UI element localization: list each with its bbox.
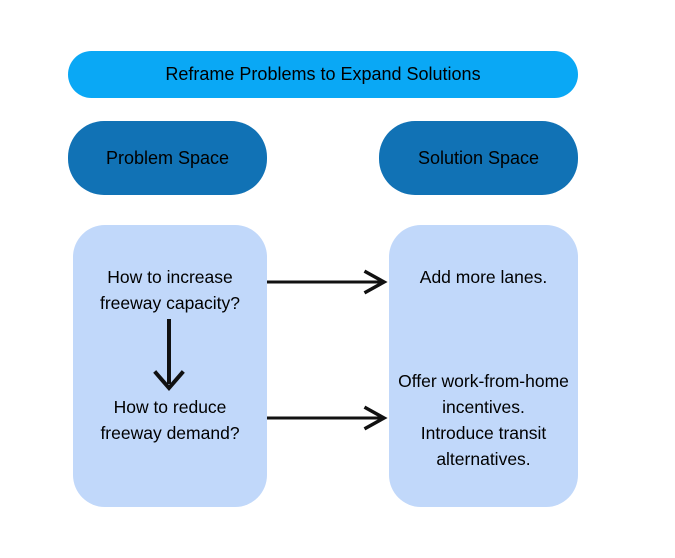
problem-item-reduce-demand: How to reduce freeway demand? [100, 397, 240, 443]
problem-space-header: Problem Space [68, 121, 267, 195]
solution-item-add-lanes: Add more lanes. [419, 267, 548, 287]
title-banner: Reframe Problems to Expand Solutions [68, 51, 578, 98]
problem-space-header-label: Problem Space [105, 147, 230, 168]
title-banner-label: Reframe Problems to Expand Solutions [165, 64, 481, 84]
arrow-demand-to-incentives [267, 405, 388, 431]
problem-item-increase-capacity: How to increase freeway capacity? [99, 267, 241, 313]
solution-space-header-label: Solution Space [417, 147, 540, 168]
arrow-capacity-to-lanes [267, 269, 388, 295]
solution-item-alternatives: Offer work-from-home incentives. Introdu… [398, 371, 569, 469]
solution-space-box [389, 225, 578, 507]
solution-space-header: Solution Space [379, 121, 578, 195]
